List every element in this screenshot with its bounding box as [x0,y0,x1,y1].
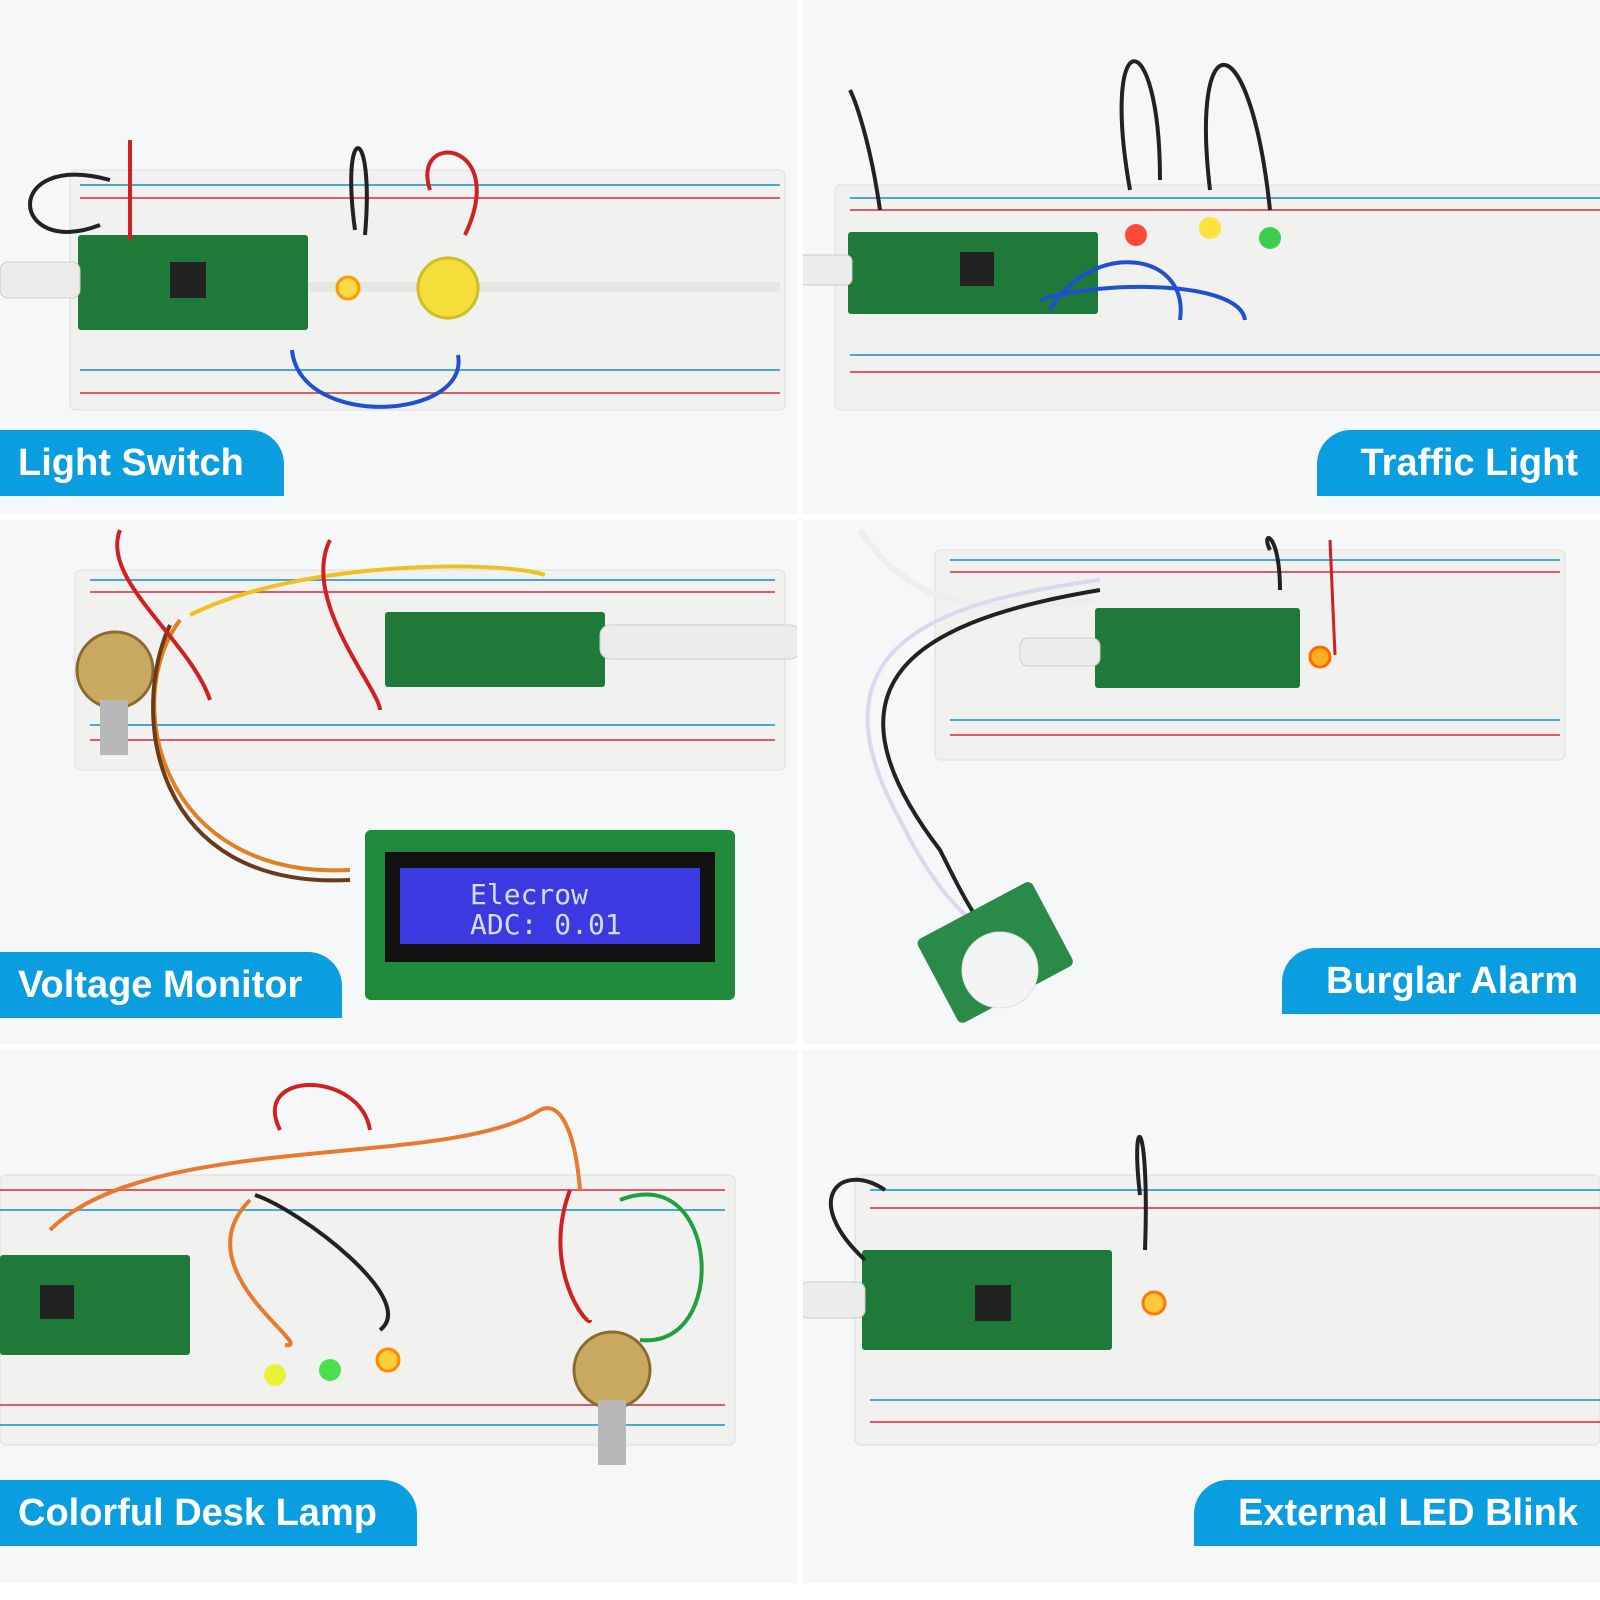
colorful-desk-lamp-photo [0,1083,736,1465]
raspberry-pi-pico-board [0,1255,190,1355]
usb-cable [800,1281,866,1319]
lcd-line-2: ADC: 0.01 [470,908,622,941]
breadboard [0,1174,736,1446]
led-yellow [264,1364,286,1386]
raspberry-pi-pico-board [385,612,605,687]
led-red [1125,224,1147,246]
usb-cable [599,624,800,660]
jumper-wire [857,528,1101,610]
usb-cable [1019,637,1101,667]
burglar-alarm-photo [857,528,1566,1023]
panel-title: Colorful Desk Lamp [0,1480,417,1546]
led-green [1259,227,1281,249]
panel-voltage-monitor: Elecrow ADC: 0.01 Voltage Monitor [0,520,800,1053]
led-orange [375,1347,401,1373]
usb-cable [0,261,81,299]
panel-title: Traffic Light [1316,430,1600,496]
jumper-wire [272,1083,372,1131]
led-yellow [1199,217,1221,239]
potentiometer [75,630,155,710]
led [335,275,361,301]
panel-title: Light Switch [0,430,284,496]
panel-burglar-alarm: Burglar Alarm [800,520,1600,1053]
jumper-wire [829,1177,887,1262]
panel-light-switch: Light Switch [0,0,800,533]
traffic-light-photo [800,59,1600,411]
jumper-wire [152,618,351,873]
raspberry-pi-pico-board [1095,608,1300,688]
jumper-wire [848,89,882,211]
potentiometer [572,1330,652,1410]
push-button [416,256,480,320]
led [1308,645,1332,669]
panel-colorful-desk-lamp: Colorful Desk Lamp [0,1050,800,1583]
panel-title: Voltage Monitor [0,952,343,1018]
light-switch-photo [0,140,786,411]
led [1141,1290,1167,1316]
usb-cable [800,254,853,286]
panel-external-led-blink: External LED Blink [800,1050,1600,1583]
voltage-monitor-photo: Elecrow ADC: 0.01 [74,529,800,1000]
jumper-wire [28,172,111,234]
panel-title: Burglar Alarm [1282,948,1600,1014]
lcd-line-1: Elecrow [470,878,588,911]
led-green [319,1359,341,1381]
external-led-blink-photo [800,1134,1600,1446]
divider [797,0,803,1600]
panel-traffic-light: Traffic Light [800,0,1600,533]
panel-title: External LED Blink [1194,1480,1600,1546]
